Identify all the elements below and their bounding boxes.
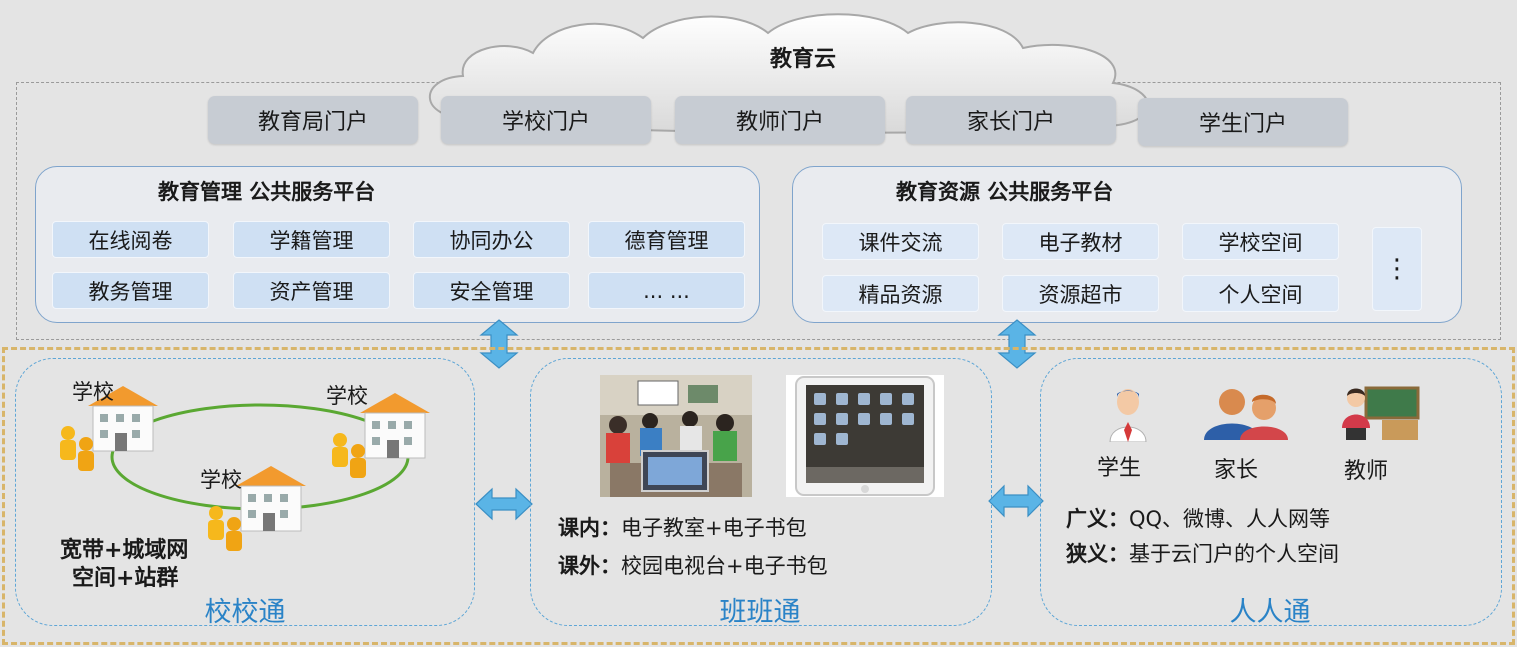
broad-sense-label: 广义： [1066, 507, 1129, 531]
tile-personal-space[interactable]: 个人空间 [1182, 275, 1339, 312]
panel-class-to-class-title: 班班通 [719, 597, 801, 628]
school-label: 学校 [72, 380, 114, 404]
school-building-icon [332, 393, 430, 478]
narrow-sense-label: 狭义： [1066, 542, 1129, 566]
tile-courseware-exchange[interactable]: 课件交流 [822, 223, 979, 260]
tile-online-marking[interactable]: 在线阅卷 [52, 221, 209, 258]
tablet-icon [786, 375, 944, 497]
broad-sense-line: 广义：QQ、微博、人人网等 [1066, 503, 1330, 533]
management-platform-title: 教育管理 公共服务平台 [158, 180, 376, 204]
tile-student-records[interactable]: 学籍管理 [233, 221, 390, 258]
tile-more-vertical[interactable]: ⋮ [1372, 227, 1422, 311]
after-class-label: 课外： [558, 554, 621, 578]
role-teacher: 教师 [1344, 459, 1389, 484]
narrow-sense-text: 基于云门户的个人空间 [1129, 542, 1339, 566]
tile-more[interactable]: ... ... [588, 272, 745, 309]
narrow-sense-line: 狭义：基于云门户的个人空间 [1066, 538, 1339, 568]
broad-sense-text: QQ、微博、人人网等 [1129, 507, 1331, 531]
school-building-icon [208, 466, 306, 551]
school-building-icon [60, 386, 158, 471]
school-label: 学校 [326, 384, 368, 408]
tile-asset-management[interactable]: 资产管理 [233, 272, 390, 309]
school-label: 学校 [200, 468, 242, 492]
role-student: 学生 [1097, 456, 1142, 481]
horizontal-double-arrow-icon [475, 487, 533, 521]
in-class-label: 课内： [558, 516, 621, 540]
portal-school[interactable]: 学校门户 [441, 96, 651, 144]
classroom-photo [600, 375, 752, 497]
tile-e-textbook[interactable]: 电子教材 [1002, 223, 1159, 260]
role-parent: 家长 [1214, 458, 1259, 483]
cloud-title: 教育云 [769, 47, 836, 72]
network-caption-line2: 空间+站群 [72, 566, 179, 591]
portal-teacher[interactable]: 教师门户 [675, 96, 885, 144]
portal-student[interactable]: 学生门户 [1138, 98, 1348, 146]
network-caption-line1: 宽带+城域网 [60, 538, 189, 563]
in-class-text: 电子教室+电子书包 [621, 516, 807, 540]
vertical-double-arrow-icon [479, 319, 519, 369]
panel-person-to-person [1040, 358, 1502, 626]
three-links-region [2, 347, 1515, 645]
in-class-line: 课内：电子教室+电子书包 [558, 512, 807, 542]
tile-collaborative-office[interactable]: 协同办公 [413, 221, 570, 258]
horizontal-double-arrow-icon [988, 484, 1044, 518]
student-avatar-icon [1109, 389, 1147, 442]
resource-platform-title: 教育资源 公共服务平台 [896, 180, 1114, 204]
teacher-avatar-icon [1342, 386, 1420, 440]
panel-class-to-class [530, 358, 992, 626]
tile-school-space[interactable]: 学校空间 [1182, 223, 1339, 260]
panel-person-to-person-title: 人人通 [1229, 597, 1311, 628]
vertical-double-arrow-icon [997, 319, 1037, 369]
tile-quality-resources[interactable]: 精品资源 [822, 275, 979, 312]
portal-education-bureau[interactable]: 教育局门户 [208, 96, 418, 144]
after-class-text: 校园电视台+电子书包 [621, 554, 828, 578]
parents-avatar-icon [1204, 389, 1288, 440]
panel-school-to-school [15, 358, 475, 626]
tile-academic-affairs[interactable]: 教务管理 [52, 272, 209, 309]
portal-parent[interactable]: 家长门户 [906, 96, 1116, 144]
after-class-line: 课外：校园电视台+电子书包 [558, 550, 828, 580]
tile-resource-market[interactable]: 资源超市 [1002, 275, 1159, 312]
panel-school-to-school-title: 校校通 [204, 597, 286, 628]
tile-safety-management[interactable]: 安全管理 [413, 272, 570, 309]
tile-moral-education[interactable]: 德育管理 [588, 221, 745, 258]
